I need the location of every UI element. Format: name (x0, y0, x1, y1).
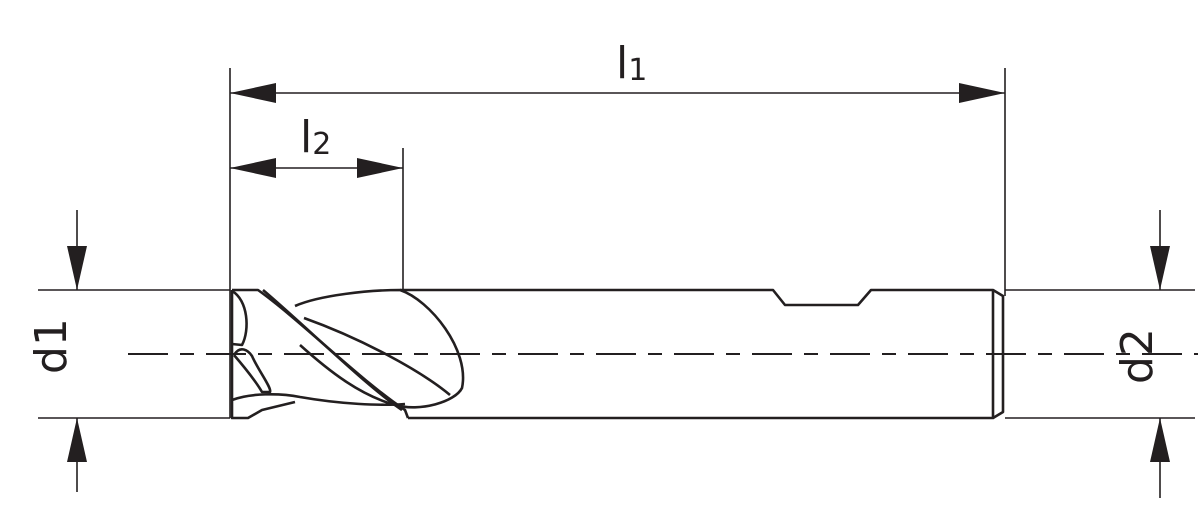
arrow-left-icon (230, 83, 276, 103)
arrow-down-icon (1150, 246, 1170, 290)
d1-dimension (67, 210, 87, 492)
d1-label: d1 (26, 318, 77, 374)
arrow-left-icon (230, 158, 276, 178)
shank-outline (400, 288, 995, 420)
arrow-up-icon (67, 418, 87, 462)
arrow-right-icon (959, 83, 1005, 103)
arrow-right-icon (357, 158, 403, 178)
arrow-up-icon (1150, 418, 1170, 462)
l2-label: l2 (300, 112, 331, 163)
d2-dimension (1150, 210, 1170, 498)
l1-dimension (230, 83, 1005, 103)
l2-dimension (230, 158, 403, 178)
shank-chamfer (992, 288, 1005, 420)
d2-label: d2 (1112, 328, 1163, 384)
l1-label: l1 (616, 38, 647, 89)
arrow-down-icon (67, 246, 87, 290)
flute-section (230, 288, 465, 420)
